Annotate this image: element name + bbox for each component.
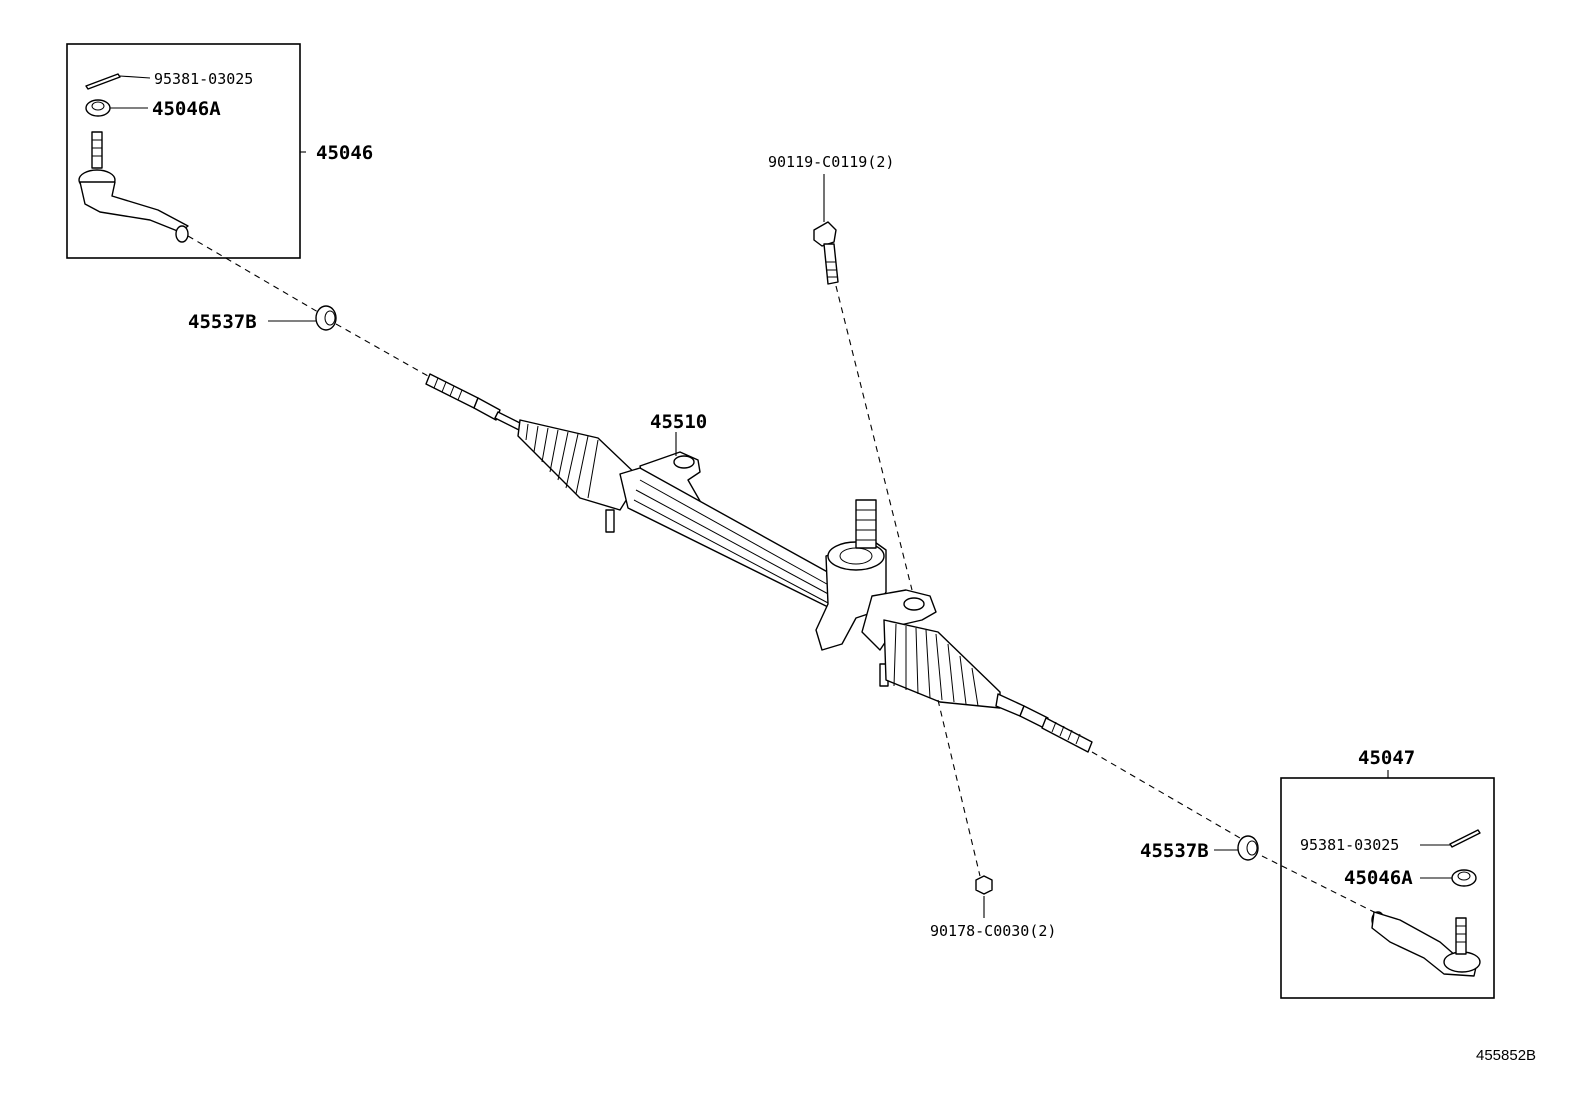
left-tie-rod-end-box [66, 43, 301, 259]
left-lock-nut-part [315, 305, 337, 331]
right-lock-nut-part [1237, 835, 1259, 861]
right-cotter-pin-label: 95381-03025 [1300, 836, 1399, 854]
right-lock-nut-label: 45537B [1140, 840, 1209, 862]
nut-label: 90178-C0030(2) [930, 922, 1056, 940]
nut-part [975, 875, 993, 895]
rack-and-pinion-label: 45510 [650, 411, 707, 433]
left-cotter-pin-label: 95381-03025 [154, 70, 253, 88]
right-tie-rod-end-box [1280, 777, 1495, 999]
left-castle-nut-part [85, 99, 148, 117]
bolt-part [813, 221, 839, 285]
figure-code: 455852B [1476, 1047, 1536, 1064]
left-tie-rod-end-part [78, 131, 189, 243]
left-tie-rod-end-label: 45046 [316, 142, 373, 164]
rack-and-pinion-part [425, 373, 1093, 753]
right-tie-rod-end-label: 45047 [1358, 747, 1415, 769]
right-cotter-pin-part [1449, 829, 1481, 848]
right-tie-rod-end-part [1371, 911, 1481, 977]
left-cotter-pin-part [85, 73, 151, 90]
left-nut-label: 45046A [152, 98, 221, 120]
right-nut-label: 45046A [1344, 867, 1413, 889]
left-lock-nut-label: 45537B [188, 311, 257, 333]
bolt-label: 90119-C0119(2) [768, 153, 894, 171]
right-castle-nut-part [1451, 869, 1477, 887]
